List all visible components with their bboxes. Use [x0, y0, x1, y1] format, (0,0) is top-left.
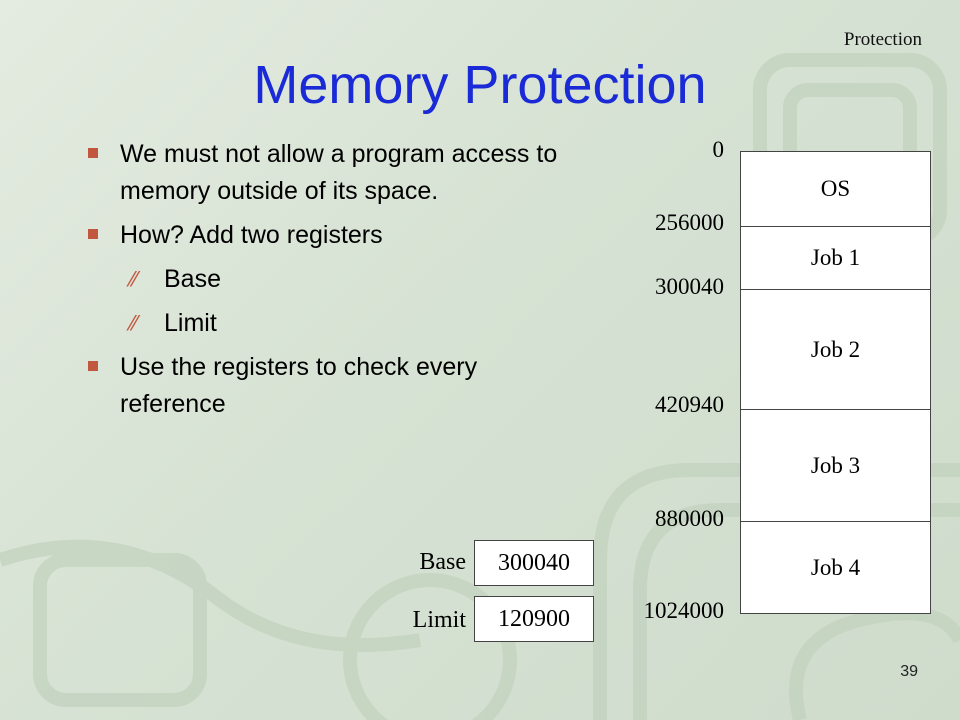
address-label-2: 300040	[655, 274, 724, 299]
square-bullet-icon	[88, 361, 98, 371]
base-register-value: 300040	[474, 540, 594, 586]
sub-bullet-item: ⁄⁄ Base	[86, 261, 586, 298]
limit-register-value: 120900	[474, 596, 594, 642]
slide-title: Memory Protection	[253, 55, 707, 115]
memory-segment-job-1: Job 1	[741, 227, 930, 290]
limit-register-label: Limit	[412, 607, 466, 633]
sub-bullet-item: ⁄⁄ Limit	[86, 305, 586, 342]
square-bullet-icon	[88, 229, 98, 239]
base-register-label: Base	[419, 549, 466, 575]
bullet-text: We must not allow a program access to me…	[120, 140, 558, 205]
memory-segment-job-3: Job 3	[741, 410, 930, 522]
memory-segment-job-2: Job 2	[741, 290, 930, 410]
bullet-item: We must not allow a program access to me…	[86, 136, 586, 210]
address-label-5: 1024000	[643, 598, 725, 623]
memory-segment-job-4: Job 4	[810, 554, 861, 580]
sub-bullet-text: Limit	[164, 309, 217, 337]
address-label-0: 0	[712, 137, 725, 162]
address-label-1: 256000	[655, 210, 724, 235]
sub-bullet-icon: ⁄⁄	[130, 311, 137, 335]
bullet-item: How? Add two registers	[86, 217, 586, 254]
bullet-text: Use the registers to check every referen…	[120, 353, 478, 418]
address-label-3: 420940	[655, 392, 724, 417]
bullet-list: We must not allow a program access to me…	[86, 136, 586, 430]
memory-segment-os: OS	[741, 152, 930, 227]
memory-map: OS Job 1 Job 2 Job 3 Job 4	[740, 151, 931, 614]
sub-bullet-text: Base	[164, 265, 221, 293]
page-number: 39	[900, 663, 918, 680]
bullet-item: Use the registers to check every referen…	[86, 349, 586, 423]
section-tag: Protection	[843, 29, 922, 50]
bullet-text: How? Add two registers	[120, 221, 383, 249]
sub-bullet-icon: ⁄⁄	[130, 267, 137, 291]
square-bullet-icon	[88, 148, 98, 158]
address-label-4: 880000	[655, 506, 724, 531]
